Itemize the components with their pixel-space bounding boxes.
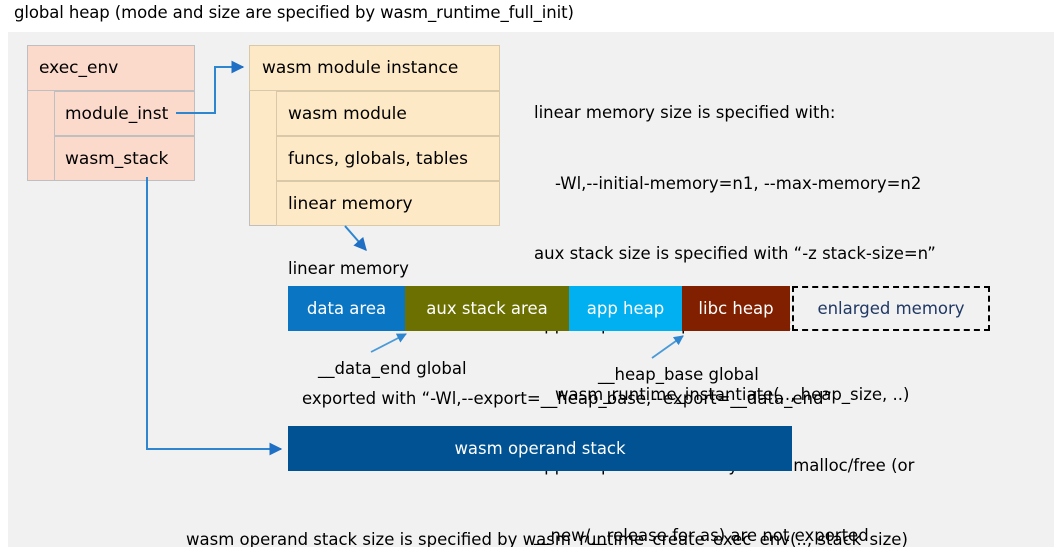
module-instance-field-funcs-globals-tables-label: funcs, globals, tables [288, 148, 468, 169]
memory-segment-label: libc heap [698, 299, 774, 318]
module-instance-field-funcs-globals-tables: funcs, globals, tables [276, 136, 500, 181]
exec-env-field-wasm-stack-label: wasm_stack [65, 148, 169, 169]
exec-env-field-wasm-stack: wasm_stack [54, 136, 195, 181]
note-line: wasm_runtime_instantiate(.., heap_size, … [534, 385, 910, 404]
module-instance-field-linear-memory: linear memory [276, 181, 500, 226]
annotation-heap-base-global: __heap_base global [598, 365, 759, 384]
memory-segment-label: data area [306, 299, 387, 318]
note-line: -Wl,--initial-memory=n1, --max-memory=n2 [534, 173, 922, 193]
module-instance-title: wasm module instance [262, 58, 459, 78]
module-instance-field-linear-memory-label: linear memory [288, 193, 413, 214]
memory-segment-label: enlarged memory [817, 299, 965, 318]
module-instance-field-wasm-module: wasm module [276, 91, 500, 136]
wasm-operand-stack-label: wasm operand stack [454, 439, 626, 458]
linear-memory-bar-label: linear memory [288, 259, 409, 278]
module-instance-field-wasm-module-label: wasm module [288, 103, 407, 124]
wasm-operand-stack-box: wasm operand stack [288, 426, 792, 471]
memory-segment-app-heap: app heap [569, 286, 682, 331]
exec-env-field-module-inst-label: module_inst [65, 103, 169, 124]
memory-segment-enlarged-memory: enlarged memory [792, 286, 990, 331]
annotation-data-end-global: __data_end global [318, 359, 467, 378]
memory-segment-label: app heap [586, 299, 665, 318]
memory-segment-data-area: data area [288, 286, 405, 331]
page-title: global heap (mode and size are specified… [14, 3, 574, 22]
annotation-export-flags: exported with “-Wl,--export=__heap_base,… [302, 389, 832, 408]
memory-segment-libc-heap: libc heap [682, 286, 790, 331]
exec-env-title: exec_env [39, 58, 119, 78]
note-line: linear memory size is specified with: [534, 103, 836, 122]
module-instance-title-row: wasm module instance [249, 45, 500, 91]
operand-stack-notes: wasm operand stack size is specified by … [186, 481, 908, 547]
note-line: aux stack size is specified with “-z sta… [534, 244, 936, 263]
exec-env-title-row: exec_env [27, 45, 195, 91]
memory-segment-aux-stack-area: aux stack area [405, 286, 569, 331]
exec-env-field-module-inst: module_inst [54, 91, 195, 136]
note-line: __new/__release for as) are not exported [534, 526, 869, 545]
memory-segment-label: aux stack area [426, 299, 548, 318]
note-line: wasm operand stack size is specified by … [186, 530, 908, 547]
